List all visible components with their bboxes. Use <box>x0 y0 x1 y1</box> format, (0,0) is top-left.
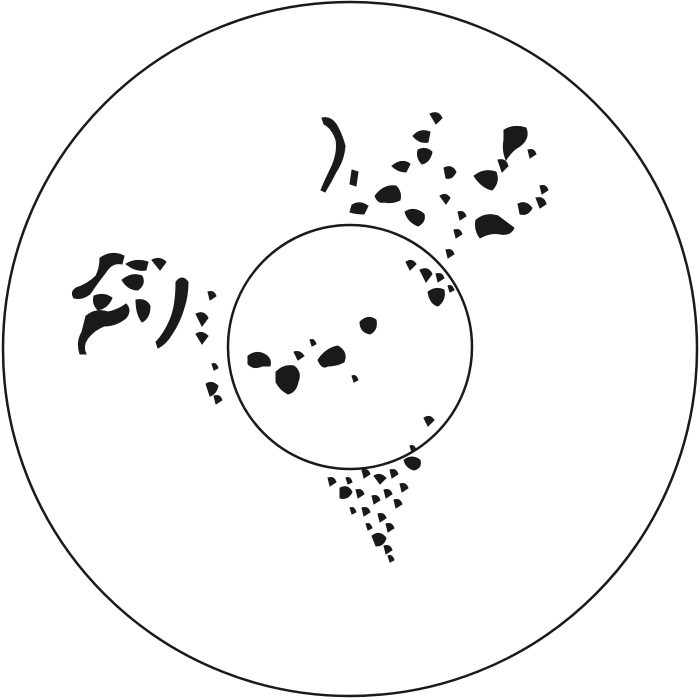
speckle-cluster-bottom <box>327 415 435 563</box>
speckle-cluster-left <box>71 252 223 405</box>
speckle-cluster-upper-right <box>320 112 549 307</box>
speckle-cluster-center <box>247 316 377 395</box>
inner-circle <box>226 223 474 471</box>
